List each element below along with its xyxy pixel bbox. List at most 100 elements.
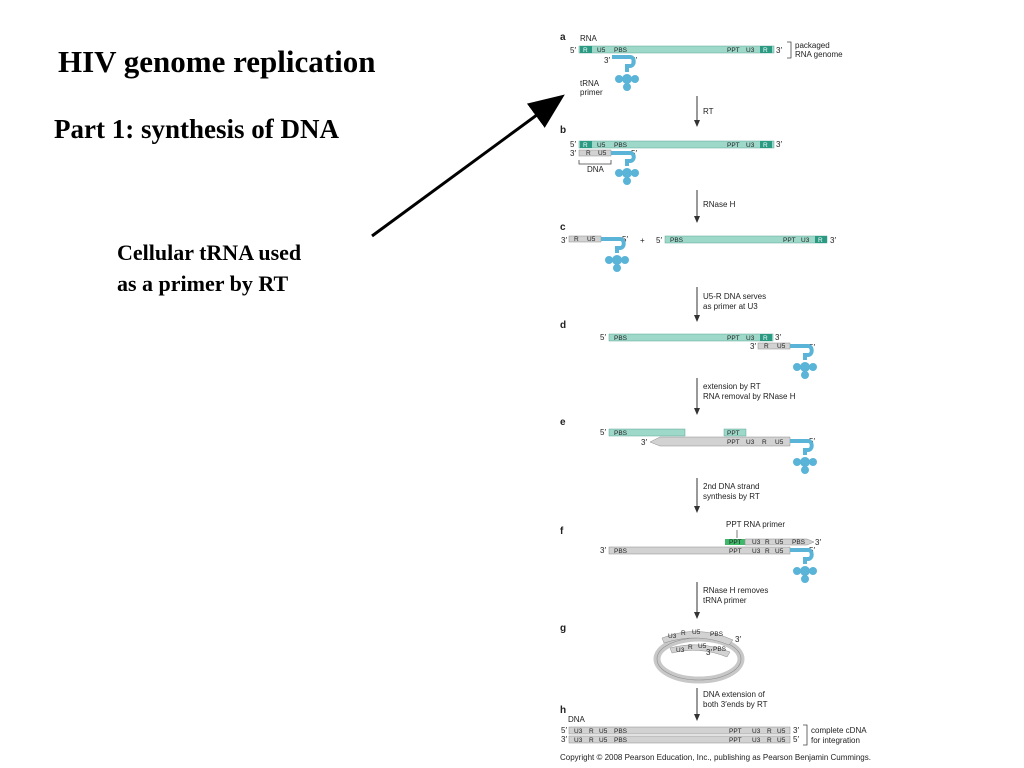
svg-text:U3: U3 bbox=[746, 335, 755, 342]
svg-text:extension by RT: extension by RT bbox=[703, 382, 761, 391]
svg-text:PPT: PPT bbox=[783, 237, 796, 244]
svg-text:3′: 3′ bbox=[815, 538, 821, 547]
transition-3: U5-R DNA serves as primer at U3 bbox=[694, 287, 766, 322]
caption: Cellular tRNA used as a primer by RT bbox=[117, 237, 301, 299]
svg-text:3′: 3′ bbox=[600, 546, 606, 555]
rna-strand bbox=[578, 45, 775, 54]
svg-text:tRNA: tRNA bbox=[580, 79, 600, 88]
step-g: g U3 R U5 PBS U3 R U5 PBS 3′ 3′ bbox=[560, 623, 745, 684]
svg-text:U5: U5 bbox=[587, 236, 596, 243]
step-a: a RNA 5′ R U5 PBS PPT U3 R 3′ packaged R… bbox=[560, 32, 843, 97]
svg-text:R: R bbox=[763, 335, 768, 342]
step-b: b 5′ R U5 PBS PPT U3 R 3′ 3′ R U5 5′ DNA bbox=[560, 125, 782, 185]
svg-text:R: R bbox=[765, 548, 770, 555]
slide-subtitle: Part 1: synthesis of DNA bbox=[54, 114, 339, 144]
svg-text:as primer at U3: as primer at U3 bbox=[703, 302, 758, 311]
trna-icon bbox=[611, 151, 639, 185]
three-prime-label: 3′ bbox=[776, 46, 782, 55]
trna-icon-c bbox=[601, 237, 629, 272]
transition-1: RT bbox=[694, 96, 714, 127]
svg-text:3′: 3′ bbox=[561, 735, 567, 744]
svg-text:R: R bbox=[688, 644, 693, 651]
svg-text:both 3′ends by RT: both 3′ends by RT bbox=[703, 700, 768, 709]
slide-title: HIV genome replication bbox=[58, 44, 376, 79]
svg-text:synthesis by RT: synthesis by RT bbox=[703, 492, 760, 501]
svg-text:5′: 5′ bbox=[622, 235, 628, 244]
svg-text:PPT: PPT bbox=[727, 47, 740, 54]
svg-text:PPT: PPT bbox=[727, 142, 740, 149]
svg-text:3′: 3′ bbox=[775, 333, 781, 342]
svg-text:5′: 5′ bbox=[561, 726, 567, 735]
svg-text:d: d bbox=[560, 320, 566, 331]
svg-text:U3: U3 bbox=[752, 539, 761, 546]
svg-text:PBS: PBS bbox=[614, 728, 628, 735]
svg-text:3′: 3′ bbox=[561, 236, 567, 245]
svg-text:DNA: DNA bbox=[568, 715, 586, 724]
svg-text:U5: U5 bbox=[599, 728, 608, 735]
svg-text:PPT: PPT bbox=[729, 548, 742, 555]
step-f: f PPT RNA primer PPT U3 R U5 PBS 3′ 3′ P… bbox=[560, 520, 821, 583]
svg-text:R: R bbox=[762, 439, 767, 446]
svg-text:PPT: PPT bbox=[729, 539, 742, 546]
caption-line-1: Cellular tRNA used bbox=[117, 240, 302, 265]
svg-text:U3: U3 bbox=[752, 737, 761, 744]
step-h: h DNA 5′ U3 R U5 PBS PPT U3 R U5 3′ 3′ U… bbox=[560, 705, 867, 746]
svg-text:RNA genome: RNA genome bbox=[795, 50, 843, 59]
svg-text:PBS: PBS bbox=[670, 237, 684, 244]
svg-text:R: R bbox=[589, 728, 594, 735]
svg-text:h: h bbox=[560, 705, 566, 716]
svg-text:U3: U3 bbox=[746, 142, 755, 149]
svg-text:R: R bbox=[681, 630, 686, 637]
svg-text:U5: U5 bbox=[775, 548, 784, 555]
five-prime-label: 5′ bbox=[570, 46, 576, 55]
svg-text:2nd DNA strand: 2nd DNA strand bbox=[703, 482, 759, 491]
svg-text:RT: RT bbox=[703, 107, 714, 116]
svg-text:packaged: packaged bbox=[795, 41, 830, 50]
svg-text:e: e bbox=[560, 417, 566, 428]
svg-text:U3: U3 bbox=[574, 737, 583, 744]
svg-text:3′: 3′ bbox=[776, 140, 782, 149]
svg-text:b: b bbox=[560, 125, 566, 136]
svg-text:5′: 5′ bbox=[570, 140, 576, 149]
svg-text:g: g bbox=[560, 623, 566, 634]
svg-text:PBS: PBS bbox=[614, 47, 628, 54]
svg-text:R: R bbox=[818, 237, 823, 244]
svg-text:+: + bbox=[640, 236, 645, 245]
svg-text:PPT: PPT bbox=[727, 430, 740, 437]
svg-text:R: R bbox=[586, 150, 591, 157]
trna-icon-e bbox=[790, 439, 817, 474]
trna-primer-icon bbox=[612, 55, 639, 91]
svg-text:DNA extension of: DNA extension of bbox=[703, 690, 766, 699]
svg-text:PBS: PBS bbox=[614, 335, 628, 342]
svg-text:RNase H: RNase H bbox=[703, 200, 736, 209]
svg-text:DNA: DNA bbox=[587, 165, 605, 174]
svg-text:U3: U3 bbox=[746, 47, 755, 54]
svg-text:3′: 3′ bbox=[604, 56, 610, 65]
svg-text:U5: U5 bbox=[598, 150, 607, 157]
svg-text:3′: 3′ bbox=[793, 726, 799, 735]
svg-text:U5: U5 bbox=[775, 539, 784, 546]
svg-text:for integration: for integration bbox=[811, 736, 860, 745]
svg-text:3′: 3′ bbox=[735, 635, 741, 644]
step-c: c 3′ R U5 5′ + 5′ PBS PPT U3 R 3′ bbox=[560, 222, 836, 272]
svg-text:U3: U3 bbox=[668, 633, 677, 640]
svg-text:PBS: PBS bbox=[614, 142, 628, 149]
svg-text:3′: 3′ bbox=[641, 438, 647, 447]
svg-text:tRNA primer: tRNA primer bbox=[703, 596, 747, 605]
svg-text:U5: U5 bbox=[597, 142, 606, 149]
copyright-note: Copyright © 2008 Pearson Education, Inc.… bbox=[560, 753, 871, 762]
svg-text:U3: U3 bbox=[801, 237, 810, 244]
svg-text:3′: 3′ bbox=[750, 342, 756, 351]
svg-text:R: R bbox=[583, 47, 588, 54]
transition-7: DNA extension of both 3′ends by RT bbox=[694, 688, 768, 721]
svg-text:f: f bbox=[560, 526, 564, 537]
svg-text:R: R bbox=[763, 142, 768, 149]
svg-text:R: R bbox=[763, 47, 768, 54]
svg-text:PPT: PPT bbox=[727, 335, 740, 342]
svg-text:R: R bbox=[767, 728, 772, 735]
svg-text:R: R bbox=[764, 343, 769, 350]
svg-text:U5: U5 bbox=[692, 629, 701, 636]
svg-text:U5-R DNA serves: U5-R DNA serves bbox=[703, 292, 766, 301]
svg-text:3′: 3′ bbox=[830, 236, 836, 245]
